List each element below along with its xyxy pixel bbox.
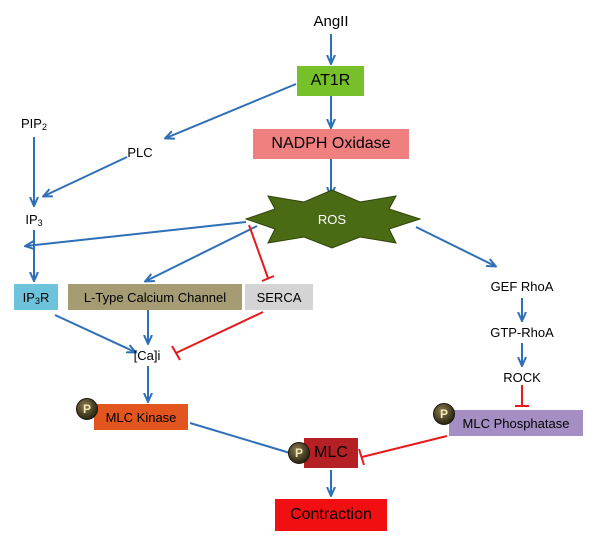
inhibit-serca-cai-bar	[171, 345, 181, 361]
ip3r-label: IP	[22, 289, 35, 305]
mlc-phosphatase-phospho-icon: P	[433, 403, 455, 425]
angii-label: AngII	[313, 12, 349, 30]
l-type-label: L-Type Calcium Channel	[83, 289, 227, 305]
at1r-label: AT1R	[310, 72, 351, 89]
mlc-kinase-phospho-label: P	[82, 402, 91, 416]
node-l-type-calcium-channel: L-Type Calcium Channel	[68, 284, 242, 310]
mlc-kinase-phospho-icon: P	[76, 398, 98, 420]
edge-ros-gef	[415, 226, 495, 266]
node-gtp-rhoa: GTP-RhoA	[476, 322, 568, 342]
edge-mlckinase-mlc	[189, 422, 300, 456]
node-mlc-kinase: MLC Kinase	[94, 404, 188, 430]
inhibit-ros-serca-bar	[261, 275, 275, 282]
cai-label: [Ca]i	[133, 347, 161, 363]
ros-star-shape	[244, 189, 422, 249]
serca-label: SERCA	[256, 289, 302, 305]
mlc-kinase-label: MLC Kinase	[105, 409, 177, 425]
node-ros: ROS	[300, 208, 364, 230]
inhibit-phosphatase-mlc-bar	[358, 448, 365, 466]
pip2-subscript: 2	[41, 122, 47, 132]
ip3r-suffix: R	[39, 289, 50, 305]
inhibit-ros-serca	[248, 224, 269, 279]
inhibit-phosphatase-mlc	[361, 435, 448, 458]
pip2-label: PIP	[21, 115, 42, 131]
ip3-subscript: 3	[37, 218, 43, 228]
ip3r-subscript: 3	[34, 296, 40, 306]
gef-rhoa-label: GEF RhoA	[490, 278, 554, 294]
edge-ros-ip3r	[26, 221, 247, 246]
inhibit-serca-cai	[175, 311, 264, 354]
node-angii: AngII	[300, 10, 362, 32]
node-plc: PLC	[118, 142, 162, 162]
nadph-oxidase-label: NADPH Oxidase	[271, 135, 391, 152]
mlc-label: MLC	[314, 444, 348, 461]
node-gef-rhoa: GEF RhoA	[476, 276, 568, 296]
edge-at1r-plc	[166, 83, 297, 138]
ip3-label: IP	[25, 211, 38, 227]
node-cai: [Ca]i	[122, 345, 172, 365]
mlc-phospho-icon: P	[288, 442, 310, 464]
mlc-phosphatase-phospho-label: P	[439, 407, 448, 421]
node-mlc: MLC	[304, 438, 358, 468]
node-at1r: AT1R	[297, 66, 364, 96]
edge-ip3r-cai	[54, 314, 135, 352]
mlc-phosphatase-label: MLC Phosphatase	[462, 415, 570, 431]
plc-label: PLC	[127, 144, 153, 160]
node-serca: SERCA	[245, 284, 313, 310]
ros-label: ROS	[317, 211, 347, 227]
edge-ros-ltype	[146, 225, 258, 281]
node-mlc-phosphatase: MLC Phosphatase	[449, 410, 583, 436]
edge-plc-ip3	[44, 156, 128, 196]
rock-label: ROCK	[503, 369, 541, 385]
node-contraction: Contraction	[275, 499, 387, 531]
contraction-label: Contraction	[290, 506, 372, 523]
node-nadph-oxidase: NADPH Oxidase	[253, 129, 409, 159]
node-rock: ROCK	[496, 367, 548, 387]
gtp-rhoa-label: GTP-RhoA	[490, 324, 554, 340]
mlc-phospho-label: P	[294, 446, 303, 460]
